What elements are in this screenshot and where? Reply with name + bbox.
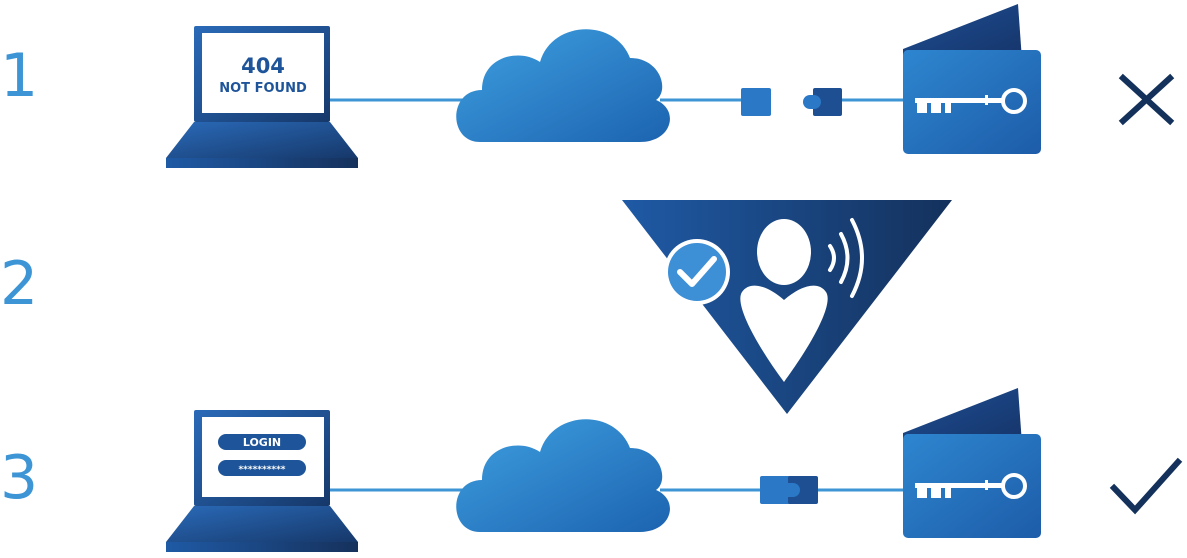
user-voice-icon (740, 218, 864, 382)
login-field-label: LOGIN (243, 436, 281, 449)
row-3-successful-connection: LOGIN ********** (166, 388, 1183, 552)
checkmark-icon (1109, 457, 1183, 515)
connected-plug-icon (760, 476, 818, 504)
wallet-key-icon (903, 4, 1041, 154)
error-code-text: 404 (241, 54, 285, 78)
laptop-icon: LOGIN ********** (166, 410, 358, 552)
socket-icon (803, 88, 842, 116)
step-number-1: 1 (0, 41, 38, 111)
step-number-3: 3 (0, 443, 38, 513)
plug-icon (741, 88, 771, 116)
password-field-mask: ********** (238, 465, 285, 475)
cloud-icon (456, 29, 670, 142)
cloud-icon (456, 419, 670, 532)
row-1-failed-connection: 404 NOT FOUND (166, 4, 1175, 168)
x-mark-icon (1118, 73, 1175, 126)
login-field (218, 434, 306, 450)
password-field (218, 460, 306, 476)
row-2-biometric-verification (622, 200, 952, 414)
wallet-key-icon (903, 388, 1041, 538)
step-number-2: 2 (0, 249, 38, 319)
error-message-text: NOT FOUND (219, 81, 307, 96)
laptop-icon: 404 NOT FOUND (166, 26, 358, 168)
check-circle-icon (664, 239, 730, 305)
